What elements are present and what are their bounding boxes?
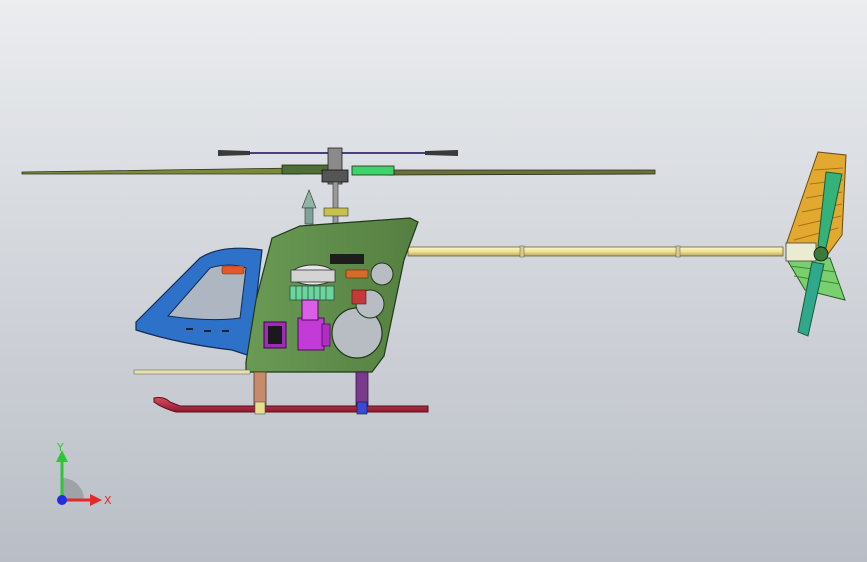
skid-tube	[153, 397, 429, 413]
strut-front	[253, 371, 267, 407]
skid-clamp-front	[254, 401, 266, 415]
pitot-post	[304, 207, 314, 225]
axis-triad: Y X	[56, 441, 112, 507]
blade-grip-right	[351, 165, 395, 176]
x-axis-label: X	[104, 494, 112, 507]
orange-mount	[345, 269, 369, 279]
flybar-paddle-left	[218, 150, 250, 156]
boom-clamp-2	[675, 245, 681, 258]
canopy[interactable]	[135, 247, 263, 357]
tail-boom[interactable]	[407, 246, 784, 257]
triad-quadrant	[62, 478, 84, 500]
swashplate	[323, 207, 349, 217]
strut-rear	[355, 371, 369, 407]
engine-body	[297, 317, 325, 351]
boom-clamp-1	[519, 245, 525, 258]
tail-blade-lower	[797, 261, 825, 337]
engine-muffler	[321, 323, 331, 347]
y-axis-arrow-icon	[56, 450, 68, 462]
clutch-body	[290, 269, 336, 283]
skid-clamp-rear	[356, 401, 368, 415]
pitot-mast	[301, 189, 317, 225]
main-rotor[interactable]	[21, 147, 656, 185]
upper-bearing-block	[330, 254, 364, 264]
rotor-hub	[321, 169, 349, 183]
rotor-blade-right	[387, 169, 656, 176]
engine-head	[301, 299, 319, 321]
main-frame[interactable]	[245, 217, 419, 373]
servo-left-inner	[268, 326, 282, 344]
z-axis-dot-icon	[57, 495, 67, 505]
flybar-paddle-right	[425, 150, 458, 156]
canopy-latch	[221, 265, 245, 275]
x-axis-arrow-icon	[90, 494, 102, 506]
frame-hole-3	[370, 262, 394, 286]
main-gear	[289, 285, 335, 301]
tail-gearbox	[785, 242, 817, 262]
tail-rotor[interactable]	[785, 171, 843, 337]
red-mount	[351, 289, 367, 305]
tail-blade-upper	[817, 171, 843, 249]
canopy-window	[167, 264, 247, 321]
skid-rail-top	[133, 369, 251, 375]
pitot-cone	[301, 189, 317, 209]
tail-hub	[813, 246, 829, 262]
landing-gear[interactable]	[133, 369, 429, 415]
rotor-blade-left	[21, 167, 301, 175]
y-axis-label: Y	[56, 441, 64, 454]
